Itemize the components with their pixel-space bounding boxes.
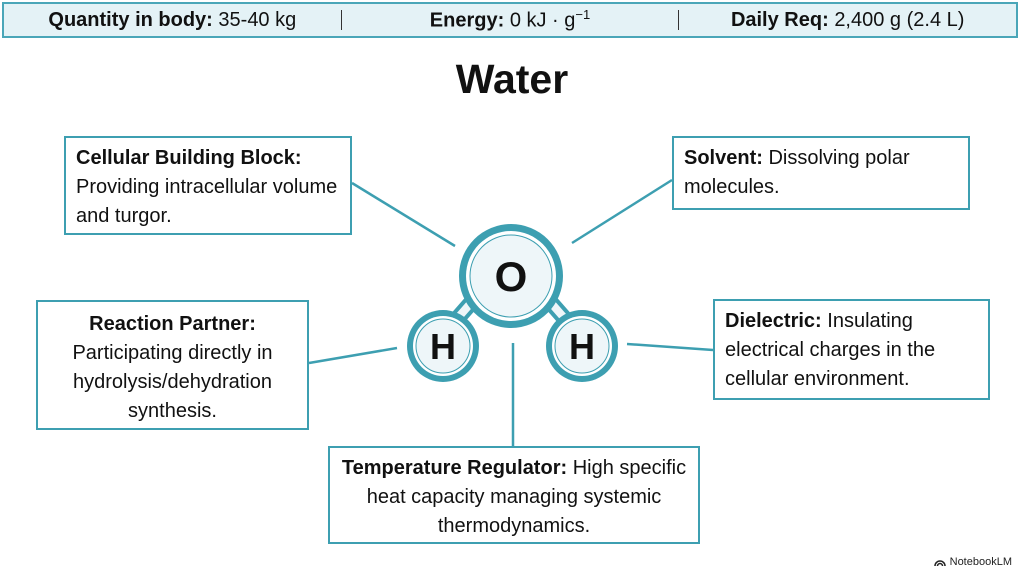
connector-line bbox=[308, 346, 398, 365]
stat-divider bbox=[340, 10, 342, 30]
stat-divider bbox=[678, 10, 680, 30]
connector-line bbox=[571, 178, 673, 245]
box-reaction-partner: Reaction Partner: Participating directly… bbox=[36, 300, 309, 430]
stat-quantity: Quantity in body: 35-40 kg bbox=[48, 8, 297, 31]
brand-logo: NotebookLM bbox=[933, 556, 1012, 568]
svg-text:H: H bbox=[569, 326, 595, 367]
box-dielectric: Dielectric: Insulating electrical charge… bbox=[713, 299, 990, 400]
hydrogen-atom-right: H bbox=[546, 310, 618, 382]
connector-line bbox=[626, 342, 714, 352]
box-temperature-regulator: Temperature Regulator: High specific hea… bbox=[328, 446, 700, 544]
stat-daily-req: Daily Req: 2,400 g (2.4 L) bbox=[730, 8, 965, 31]
hydrogen-atom-left: H bbox=[407, 310, 479, 382]
page-title: Water bbox=[455, 56, 569, 102]
notebook-icon bbox=[933, 560, 946, 567]
box-cellular-building-block: Cellular Building Block: Providing intra… bbox=[64, 136, 352, 235]
svg-text:H: H bbox=[430, 326, 456, 367]
stat-energy: Energy: 0 kJ · g−1 bbox=[429, 7, 591, 32]
connector-line bbox=[351, 181, 456, 248]
brand-label: NotebookLM bbox=[949, 556, 1012, 568]
box-solvent: Solvent: Dissolving polar molecules. bbox=[672, 136, 970, 210]
stats-bar: Quantity in body: 35-40 kg Energy: 0 kJ … bbox=[2, 2, 1018, 38]
svg-text:O: O bbox=[495, 253, 528, 300]
oxygen-atom: O bbox=[459, 224, 563, 328]
